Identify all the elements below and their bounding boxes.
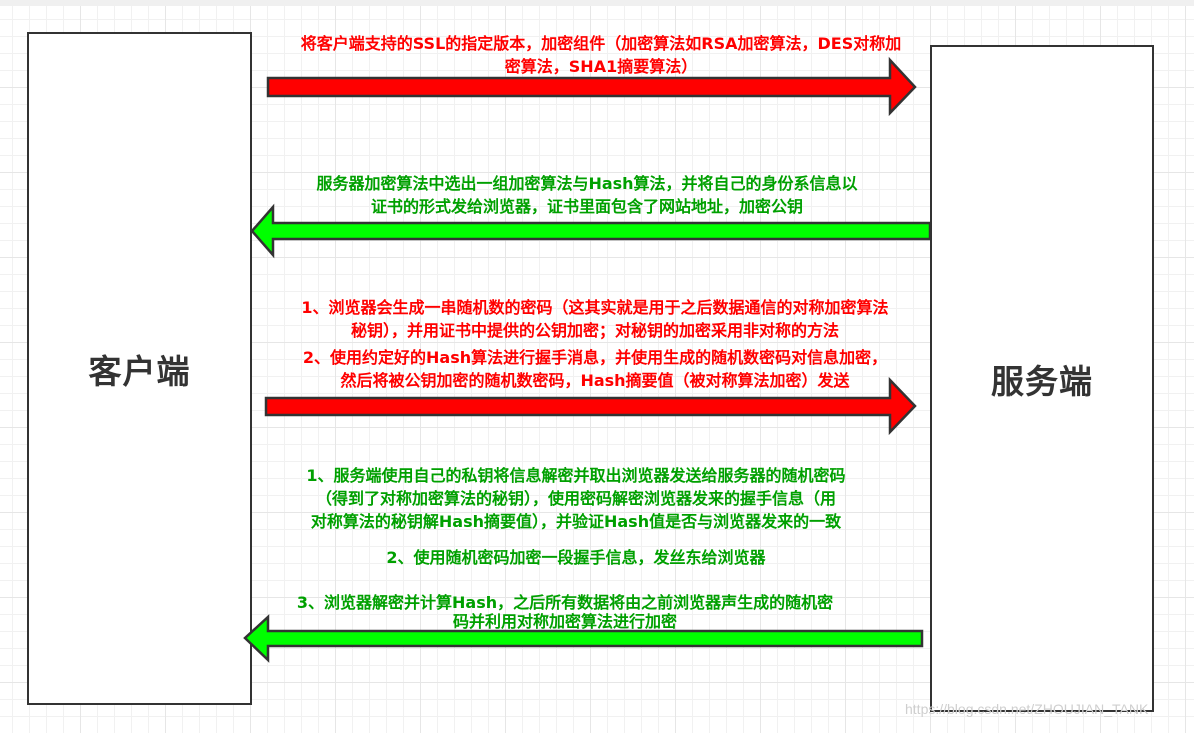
message-4-line-3: 对称算法的秘钥解Hash摘要值），并验证Hash值是否与浏览器发来的一致 xyxy=(310,512,842,531)
client-box: 客户端 xyxy=(27,32,252,705)
message-2-line-1: 服务器加密算法中选出一组加密算法与Hash算法，并将自己的身份系信息以 xyxy=(316,174,858,193)
message-4-text: 1、服务端使用自己的私钥将信息解密并取出浏览器发送给服务器的随机密码 （得到了对… xyxy=(256,464,896,533)
watermark: https://blog.csdn.net/ZHOUJIAN_TANK xyxy=(905,701,1149,717)
message-3-line-4: 然后将被公钥加密的随机数密码，Hash摘要值（被对称算法加密）发送 xyxy=(340,371,850,390)
server-box: 服务端 xyxy=(930,45,1154,712)
message-4-step-3: 3、浏览器解密并计算Hash，之后所有数据将由之前浏览器声生成的随机密 码并利用… xyxy=(240,591,890,633)
message-2-line-2: 证书的形式发给浏览器，证书里面包含了网站地址，加密公钥 xyxy=(370,197,803,216)
message-1-line-2: 密算法，SHA1摘要算法） xyxy=(504,57,698,76)
message-4-line-6: 码并利用对称加密算法进行加密 xyxy=(452,612,677,631)
message-4-line-4: 2、使用随机密码加密一段握手信息，发丝东给浏览器 xyxy=(386,548,766,567)
message-3-line-1: 1、浏览器会生成一串随机数的密码（这其实就是用于之后数据通信的对称加密算法 xyxy=(301,298,889,317)
message-1-text: 将客户端支持的SSL的指定版本，加密组件（加密算法如RSA加密算法，DES对称加… xyxy=(266,32,936,78)
message-2-text: 服务器加密算法中选出一组加密算法与Hash算法，并将自己的身份系信息以 证书的形… xyxy=(262,172,912,218)
message-1-line-1: 将客户端支持的SSL的指定版本，加密组件（加密算法如RSA加密算法，DES对称加 xyxy=(300,34,902,53)
message-4-line-5: 3、浏览器解密并计算Hash，之后所有数据将由之前浏览器声生成的随机密 xyxy=(296,593,834,612)
message-3-text: 1、浏览器会生成一串随机数的密码（这其实就是用于之后数据通信的对称加密算法 秘钥… xyxy=(252,296,938,392)
message-3-line-3: 2、使用约定好的Hash算法进行握手消息，并使用生成的随机数密码对信息加密， xyxy=(302,348,888,367)
canvas-top-bar xyxy=(0,0,1194,6)
message-4-step-2: 2、使用随机密码加密一段握手信息，发丝东给浏览器 xyxy=(256,546,896,569)
client-label: 客户端 xyxy=(88,351,191,391)
message-4-line-1: 1、服务端使用自己的私钥将信息解密并取出浏览器发送给服务器的随机密码 xyxy=(306,466,846,485)
message-4-line-2: （得到了对称加密算法的秘钥），使用密码解密浏览器发来的握手信息（用 xyxy=(315,489,836,508)
server-label: 服务端 xyxy=(991,361,1093,401)
message-3-line-2: 秘钥），并用证书中提供的公钥加密；对秘钥的加密采用非对称的方法 xyxy=(350,321,839,340)
